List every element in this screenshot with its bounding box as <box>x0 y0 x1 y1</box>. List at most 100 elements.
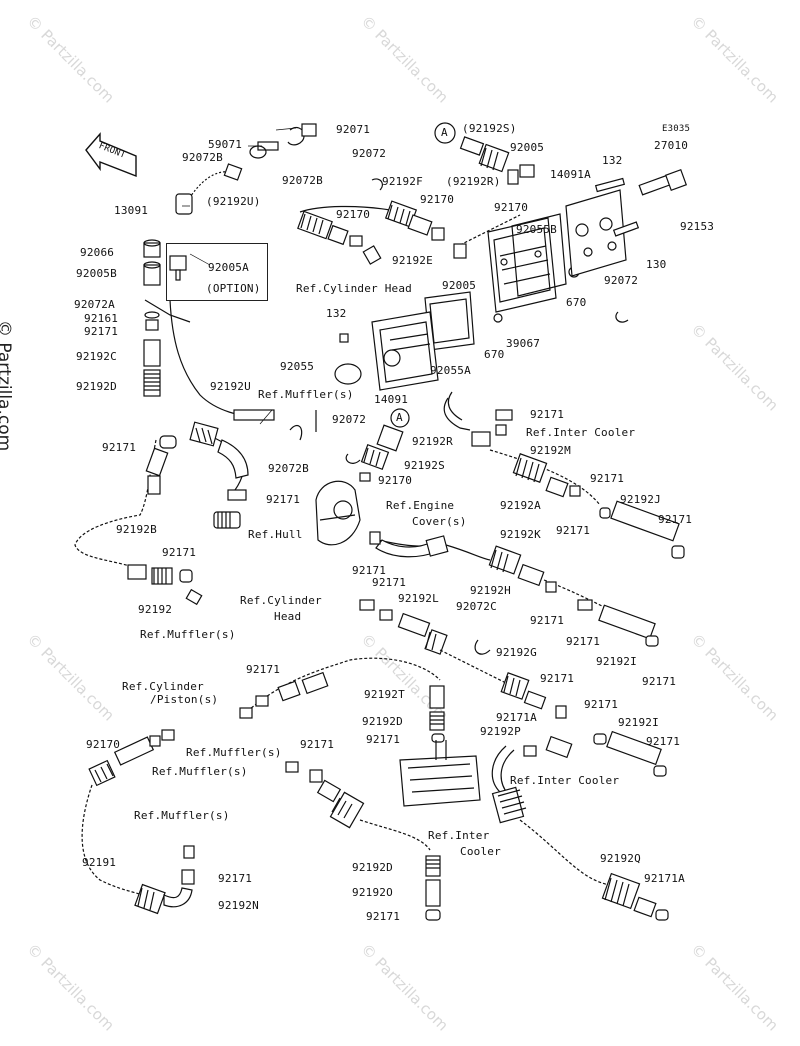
callout-l4: 92072B <box>282 174 323 187</box>
callout-l76: 92192G <box>496 646 537 659</box>
callout-l26: 92170 <box>420 193 455 206</box>
callout-l54: 92171 <box>530 408 565 421</box>
callout-l41: 670 <box>566 296 587 309</box>
callout-l2: 92072B <box>182 151 223 164</box>
option-box <box>166 243 268 301</box>
callout-l70: 92192L <box>398 592 439 605</box>
callout-l51: 92192R <box>412 435 453 448</box>
callout-l104: 92171A <box>644 872 685 885</box>
callout-l59: 92192J <box>620 493 661 506</box>
callout-l49: Ref.Muffler(s) <box>258 388 354 401</box>
callout-l79: 92171 <box>246 663 281 676</box>
callout-l98: 92171 <box>218 872 253 885</box>
callout-l7: 92066 <box>80 246 115 259</box>
callout-l60: 92171 <box>658 513 693 526</box>
callout-l38: 14091A <box>550 168 591 181</box>
callout-l52: 92192S <box>404 459 445 472</box>
callout-l61: 92171 <box>556 524 591 537</box>
callout-l58: 92192A <box>500 499 541 512</box>
callout-l14: 92192D <box>76 380 117 393</box>
option-label: (OPTION) <box>206 282 261 295</box>
callout-l19: Ref.Hull <box>248 528 303 541</box>
callout-l74: 92192I <box>596 655 637 668</box>
callout-l17: 92072B <box>268 462 309 475</box>
callout-l18: 92171 <box>266 493 301 506</box>
callout-l88: 92170 <box>86 738 121 751</box>
callout-l62: Ref.Engine <box>386 499 455 512</box>
callout-l25: 92192F <box>382 175 423 188</box>
callout-l45: 132 <box>326 307 347 320</box>
callout-l89: Ref.Muffler(s) <box>186 746 282 759</box>
callout-l43: 39067 <box>506 337 541 350</box>
callout-l15: 92171 <box>102 441 137 454</box>
gasket-39067 <box>511 213 567 297</box>
engine-cover <box>315 480 361 546</box>
callout-l91: Ref.Muffler(s) <box>152 765 248 778</box>
callout-l82: 92192D <box>362 715 403 728</box>
callout-l100: 92192D <box>352 861 393 874</box>
callout-l50: 92072 <box>332 413 367 426</box>
callout-l30: (92192S) <box>462 122 517 135</box>
callout-l34: 92005 <box>442 279 477 292</box>
callout-l71: 92072C <box>456 600 497 613</box>
hose-92192D <box>143 369 161 397</box>
front-arrow-icon <box>85 132 137 178</box>
callout-l22: 92192 <box>138 603 173 616</box>
callout-l16: 92192U <box>210 380 251 393</box>
callout-l63: Cover(s) <box>412 515 467 528</box>
callout-l84: 92171 <box>584 698 619 711</box>
callout-l5: 13091 <box>114 204 149 217</box>
callout-l87: 92192P <box>480 725 521 738</box>
callout-l48: 14091 <box>374 393 409 406</box>
callout-l29: Ref.Cylinder Head <box>296 282 412 295</box>
callout-l35: 92055B <box>516 223 557 236</box>
callout-l93: Ref.Inter Cooler <box>510 774 620 787</box>
callout-l40: 130 <box>646 258 667 271</box>
callout-a-top: A <box>441 126 448 139</box>
callout-l13: 92192C <box>76 350 117 363</box>
callout-l53: 92170 <box>378 474 413 487</box>
inter-cooler <box>399 740 481 807</box>
hose-small-left <box>145 447 169 495</box>
callout-l42: 92072 <box>604 274 639 287</box>
callout-l75: 92171 <box>642 675 677 688</box>
callout-l6: (92192U) <box>206 195 261 208</box>
callout-l65: 92171 <box>352 564 387 577</box>
callout-l9: 92005A <box>208 261 249 274</box>
cover-plate-14091 <box>371 311 439 391</box>
callout-l95: Ref.Inter <box>428 829 490 842</box>
callout-l21: 92171 <box>162 546 197 559</box>
cover-plate-14091A <box>565 189 627 277</box>
callout-l3: 92071 <box>336 123 371 136</box>
callout-l78: /Piston(s) <box>150 693 219 706</box>
callout-l81: 92171 <box>540 672 575 685</box>
callout-l99: 92192N <box>218 899 259 912</box>
callout-l8: 92005B <box>76 267 117 280</box>
callout-l27: 92170 <box>336 208 371 221</box>
callout-l86: 92171 <box>646 735 681 748</box>
callout-l10: 92072A <box>74 298 115 311</box>
callout-l69: Head <box>274 610 302 623</box>
callout-l101: 92192O <box>352 886 393 899</box>
callout-l33: 92170 <box>494 201 529 214</box>
callout-l72: 92171 <box>530 614 565 627</box>
callout-l12: 92171 <box>84 325 119 338</box>
callout-l77: Ref.Cylinder <box>122 680 204 693</box>
callout-l31: (92192R) <box>446 175 501 188</box>
callout-l46: 92055 <box>280 360 315 373</box>
callout-l36: 132 <box>602 154 623 167</box>
callout-l102: 92171 <box>366 910 401 923</box>
callout-l32: 92005 <box>510 141 545 154</box>
callout-l28: 92192E <box>392 254 433 267</box>
callout-l96: Cooler <box>460 845 501 858</box>
callout-l57: 92171 <box>590 472 625 485</box>
callout-l1: 59071 <box>208 138 243 151</box>
callout-l68: Ref.Cylinder <box>240 594 322 607</box>
callout-l103: 92192Q <box>600 852 641 865</box>
callout-l92: 92171 <box>366 733 401 746</box>
cover-plate-92055B <box>487 217 557 313</box>
callout-l20: 92192B <box>116 523 157 536</box>
callout-l83: 92171A <box>496 711 537 724</box>
